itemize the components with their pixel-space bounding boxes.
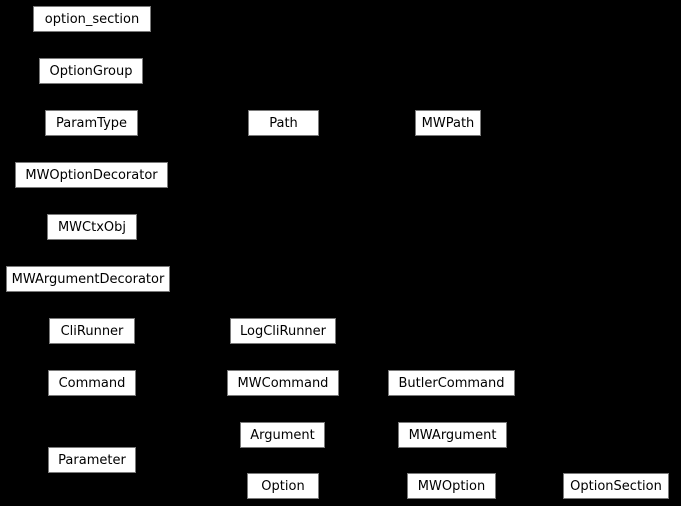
class-node-option-section[interactable]: option_section bbox=[33, 6, 151, 32]
class-node-paramtype[interactable]: ParamType bbox=[45, 110, 138, 136]
class-node-argument[interactable]: Argument bbox=[240, 422, 325, 448]
class-node-mwargumentdecorator[interactable]: MWArgumentDecorator bbox=[6, 266, 170, 292]
class-node-mwcommand[interactable]: MWCommand bbox=[227, 370, 339, 396]
class-node-mwoptiondecorator[interactable]: MWOptionDecorator bbox=[15, 162, 168, 188]
class-node-parameter[interactable]: Parameter bbox=[48, 447, 136, 473]
class-node-command[interactable]: Command bbox=[48, 370, 136, 396]
class-node-clirunner[interactable]: CliRunner bbox=[49, 318, 135, 344]
class-node-option[interactable]: Option bbox=[247, 473, 319, 499]
class-node-mwpath[interactable]: MWPath bbox=[415, 110, 481, 136]
class-node-mwctxobj[interactable]: MWCtxObj bbox=[47, 214, 137, 240]
class-node-logclirunner[interactable]: LogCliRunner bbox=[230, 318, 336, 344]
class-node-mwoption[interactable]: MWOption bbox=[407, 473, 496, 499]
class-node-mwargument[interactable]: MWArgument bbox=[398, 422, 507, 448]
class-node-path[interactable]: Path bbox=[248, 110, 319, 136]
class-node-optionsection[interactable]: OptionSection bbox=[563, 473, 669, 499]
class-node-butlercommand[interactable]: ButlerCommand bbox=[388, 370, 515, 396]
class-node-optiongroup[interactable]: OptionGroup bbox=[39, 58, 143, 84]
